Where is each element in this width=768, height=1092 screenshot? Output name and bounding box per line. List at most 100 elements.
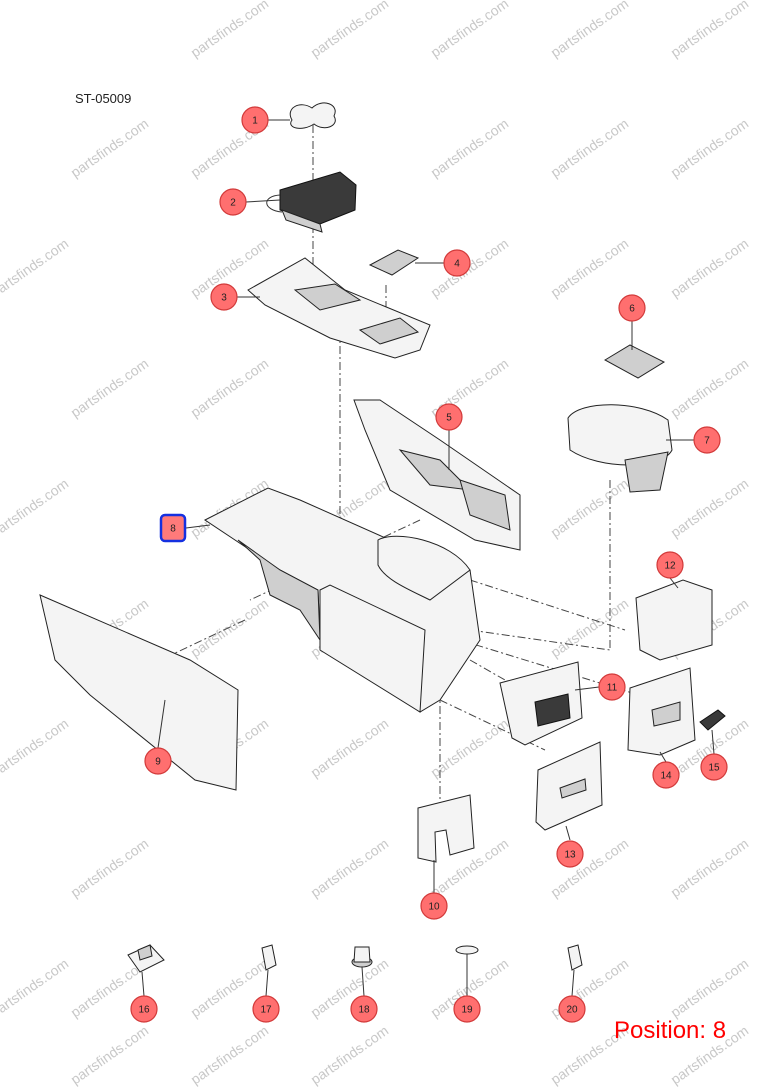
watermark-text: partsfinds.com (428, 115, 512, 180)
callout-number: 6 (629, 304, 635, 315)
watermark-text: partsfinds.com (428, 0, 512, 60)
callout-15[interactable]: 15 (700, 753, 728, 781)
callout-badge (435, 403, 463, 431)
watermark-text: partsfinds.com (0, 715, 71, 780)
watermark-text: partsfinds.com (308, 0, 392, 60)
watermark-text: partsfinds.com (68, 835, 152, 900)
callout-badge (130, 995, 158, 1023)
callout-number: 9 (155, 757, 161, 768)
callout-badge (558, 995, 586, 1023)
callout-20[interactable]: 20 (558, 995, 586, 1023)
watermark-text: partsfinds.com (548, 475, 632, 540)
callout-number: 3 (221, 293, 227, 304)
callout-13[interactable]: 13 (556, 840, 584, 868)
part-1-cupholder-mat (289, 102, 336, 129)
callout-badge (350, 995, 378, 1023)
part-6-mat (603, 344, 666, 379)
watermark-text: partsfinds.com (68, 115, 152, 180)
watermark-text: partsfinds.com (668, 475, 752, 540)
part-14-rear-panel (627, 667, 696, 756)
callout-badge (700, 753, 728, 781)
part-7-armrest (567, 404, 673, 493)
callout-badge (652, 761, 680, 789)
part-13-rear-panel (535, 741, 603, 831)
callout-badge (144, 747, 172, 775)
watermark-text: partsfinds.com (548, 0, 632, 60)
part-9-side-cover (39, 594, 239, 791)
watermark-text: partsfinds.com (668, 955, 752, 1020)
callout-number: 2 (230, 198, 236, 209)
part-5-side-panel (353, 399, 521, 551)
watermark-text: partsfinds.com (0, 475, 71, 540)
watermark-text: partsfinds.com (0, 955, 71, 1020)
callout-badge (598, 673, 626, 701)
selected-callout-box (159, 513, 187, 543)
watermark-text: partsfinds.com (668, 0, 752, 60)
part-10-bracket (417, 794, 475, 863)
callout-badge (210, 283, 238, 311)
callout-number: 16 (138, 1005, 150, 1016)
callout-3[interactable]: 3 (210, 283, 238, 311)
watermark-text: partsfinds.com (188, 355, 272, 420)
callout-number: 11 (607, 683, 618, 694)
callout-number: 15 (708, 763, 720, 774)
callout-number: 20 (566, 1005, 578, 1016)
diagram-code: ST-05009 (75, 91, 132, 106)
callout-number: 13 (564, 850, 576, 861)
part-2-storage-unit (266, 171, 357, 233)
part-19-push-pin (455, 945, 479, 975)
part-18-grommet (351, 946, 373, 968)
watermark-text: partsfinds.com (68, 355, 152, 420)
watermark-text: partsfinds.com (668, 235, 752, 300)
callout-10[interactable]: 10 (420, 892, 448, 920)
callout-6[interactable]: 6 (618, 294, 646, 322)
part-4-cover (368, 249, 420, 276)
callout-number: 18 (358, 1005, 370, 1016)
callout-badge (556, 840, 584, 868)
callout-1[interactable]: 1 (241, 106, 269, 134)
callout-8[interactable]: 8 (159, 513, 187, 543)
callout-number: 7 (704, 436, 710, 447)
callout-9[interactable]: 9 (144, 747, 172, 775)
callout-11[interactable]: 11 (598, 673, 626, 701)
callout-badge (420, 892, 448, 920)
part-11-rear-vent (499, 661, 583, 746)
callout-number: 5 (446, 413, 452, 424)
part-8-console-body (204, 487, 481, 713)
watermark-text: partsfinds.com (308, 835, 392, 900)
watermark-text: partsfinds.com (68, 1022, 152, 1087)
callout-19[interactable]: 19 (453, 995, 481, 1023)
callout-badge (693, 426, 721, 454)
watermark-text: partsfinds.com (668, 835, 752, 900)
callout-number: 19 (461, 1005, 473, 1016)
callout-badge (443, 249, 471, 277)
callout-16[interactable]: 16 (130, 995, 158, 1023)
part-20-clip (567, 944, 583, 971)
callout-14[interactable]: 14 (652, 761, 680, 789)
callout-badge (453, 995, 481, 1023)
callout-badge (241, 106, 269, 134)
part-16-clip (127, 944, 165, 973)
callout-7[interactable]: 7 (693, 426, 721, 454)
callout-badge (656, 551, 684, 579)
callout-badge (219, 188, 247, 216)
callout-18[interactable]: 18 (350, 995, 378, 1023)
callout-number: 8 (170, 524, 176, 535)
callout-12[interactable]: 12 (656, 551, 684, 579)
callout-number: 12 (664, 561, 676, 572)
callout-number: 1 (252, 116, 258, 127)
watermark-text: partsfinds.com (668, 115, 752, 180)
callout-4[interactable]: 4 (443, 249, 471, 277)
part-12-trim-cover (635, 579, 713, 661)
callout-5[interactable]: 5 (435, 403, 463, 431)
callout-17[interactable]: 17 (252, 995, 280, 1023)
callout-number: 4 (454, 259, 460, 270)
watermark-text: partsfinds.com (0, 235, 71, 300)
watermark-text: partsfinds.com (188, 1022, 272, 1087)
callout-2[interactable]: 2 (219, 188, 247, 216)
callout-badge (252, 995, 280, 1023)
position-label: Position: 8 (614, 1017, 727, 1044)
